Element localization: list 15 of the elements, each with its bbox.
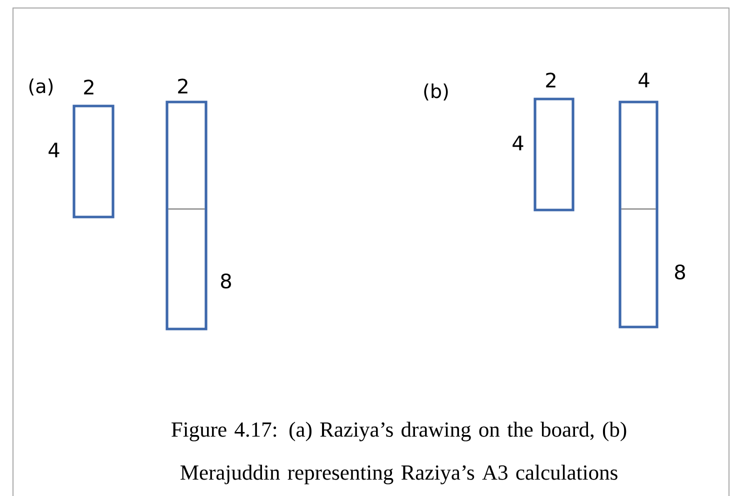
panel-label: (b) [424,84,448,100]
rectangle-drawing [534,98,574,212]
rectangle-drawing [166,100,208,330]
dimension-label: 4 [512,136,524,150]
panel-label: (a) [29,78,53,96]
dimension-label: 2 [546,72,556,88]
dimension-label: 8 [221,273,231,289]
dimension-label: 2 [178,78,188,94]
dimension-label: 4 [48,142,60,158]
rectangle-drawing [72,104,114,218]
dimension-label: 2 [84,80,94,94]
caption: Figure 4.17: (a) Raziya’s drawing on the board, (b) Merajuddin representing Raziya’s A3 calculations [172,422,626,484]
dimension-label: 8 [675,264,685,280]
dimension-label: 4 [638,72,650,88]
rectangle-drawing [618,100,658,328]
